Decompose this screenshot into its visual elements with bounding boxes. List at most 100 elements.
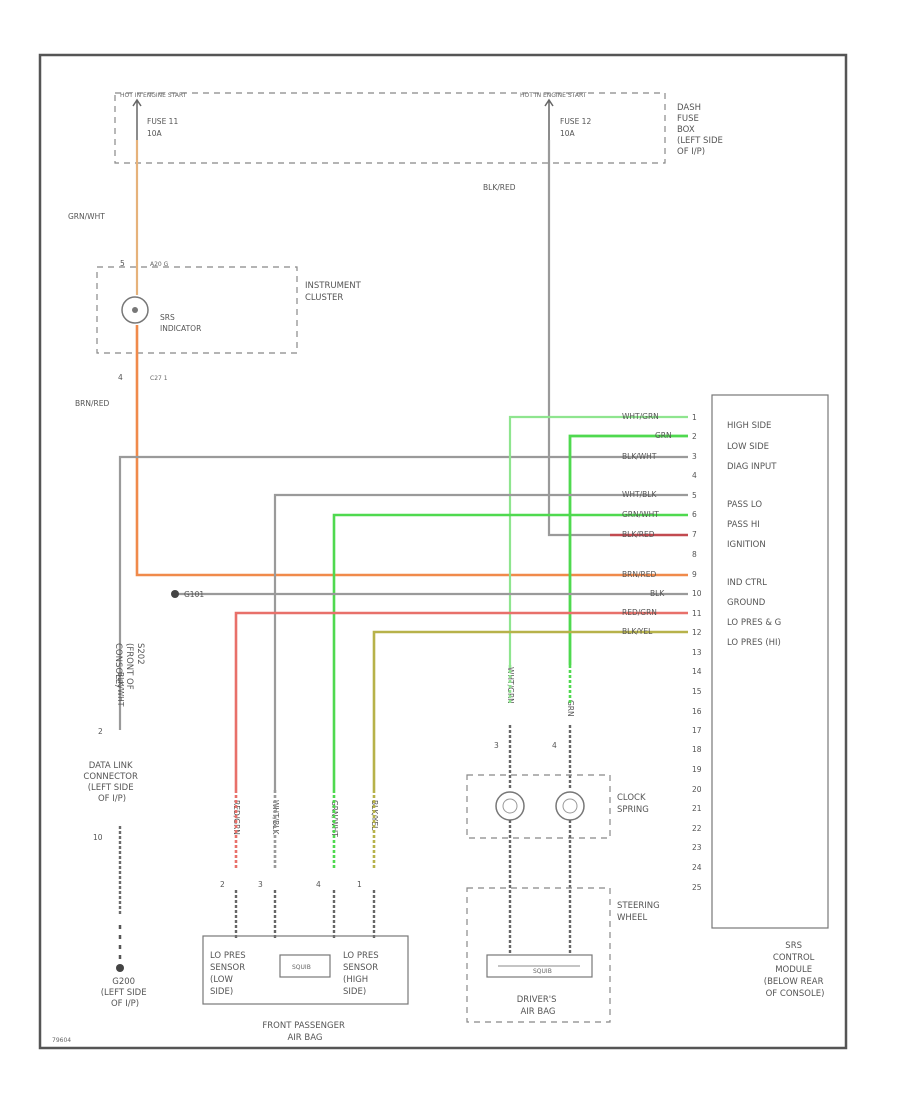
svg-text:GRN/WHT: GRN/WHT — [622, 510, 659, 519]
instrument-cluster: 5 A20 G SRS INDICATOR INSTRUMENT CLUSTER… — [96, 259, 364, 382]
svg-text:3: 3 — [258, 880, 263, 889]
svg-text:3: 3 — [692, 452, 697, 461]
svg-text:7: 7 — [692, 530, 697, 539]
svg-text:IGNITION: IGNITION — [727, 540, 766, 550]
svg-text:BLK/YEL: BLK/YEL — [622, 627, 653, 636]
svg-text:20: 20 — [692, 785, 702, 794]
svg-text:IND CTRL: IND CTRL — [727, 578, 767, 588]
wire-grn-wht-pass-hi — [332, 513, 688, 790]
passenger-squib-label: SQUIB — [292, 964, 311, 971]
svg-text:14: 14 — [692, 667, 702, 676]
svg-text:WHT/BLK: WHT/BLK — [622, 490, 657, 499]
svg-text:1: 1 — [692, 413, 697, 422]
fuse-12-amp: 10A — [560, 129, 576, 138]
svg-text:LO PRES & G: LO PRES & G — [727, 618, 781, 628]
fuse-12-symbol — [544, 98, 554, 140]
svg-text:BLK/RED: BLK/RED — [622, 530, 655, 539]
diagram-id: 79604 — [52, 1037, 71, 1044]
steering-wheel-label: STEERING WHEEL — [617, 901, 662, 923]
wire-label-blk-red: BLK/RED — [483, 183, 516, 192]
svg-text:BLK/WHT: BLK/WHT — [622, 452, 657, 461]
svg-text:22: 22 — [692, 824, 702, 833]
srs-control-module: 1 2 3 4 5 6 7 8 9 10 11 12 13 14 15 16 1… — [692, 394, 829, 999]
cluster-pin-bottom-left: 4 — [118, 373, 123, 382]
svg-text:2: 2 — [692, 432, 697, 441]
svg-text:9: 9 — [692, 570, 697, 579]
svg-text:17: 17 — [692, 726, 702, 735]
front-passenger-air-bag-label: FRONT PASSENGER AIR BAG — [262, 1021, 347, 1043]
svg-text:BRN/RED: BRN/RED — [622, 570, 656, 579]
svg-text:PASS HI: PASS HI — [727, 520, 760, 530]
wire-brn-red-ind-ctrl — [135, 325, 688, 577]
clock-spring-wire-label-2: GRN — [566, 700, 575, 717]
data-link-connector: 2 DATA LINK CONNECTOR (LEFT SIDE OF I/P)… — [83, 727, 140, 972]
svg-text:1: 1 — [357, 880, 362, 889]
passenger-left-sensor-label: LO PRES SENSOR (LOW SIDE) — [210, 951, 248, 997]
splice-wire-label: BLK/WHT — [116, 672, 125, 707]
svg-text:11: 11 — [692, 609, 702, 618]
svg-text:DIAG INPUT: DIAG INPUT — [727, 462, 777, 472]
svg-text:13: 13 — [692, 648, 702, 657]
ground-g101-label: G101 — [184, 590, 204, 599]
instrument-cluster-label: INSTRUMENT CLUSTER — [305, 281, 364, 303]
svg-text:2: 2 — [220, 880, 225, 889]
svg-text:PASS LO: PASS LO — [727, 500, 762, 510]
svg-text:LO PRES (HI): LO PRES (HI) — [727, 638, 781, 648]
svg-text:24: 24 — [692, 863, 702, 872]
cluster-pin-bottom-right: C27 1 — [150, 375, 168, 382]
svg-text:GROUND: GROUND — [727, 598, 766, 608]
fuse-11-label: FUSE 11 — [147, 117, 178, 126]
svg-text:8: 8 — [692, 550, 697, 559]
module-function-labels: HIGH SIDE LOW SIDE DIAG INPUT PASS LO PA… — [727, 421, 781, 648]
ground-g200-label: G200 (LEFT SIDE OF I/P) — [101, 977, 150, 1009]
svg-text:16: 16 — [692, 707, 702, 716]
clock-spring-label: CLOCK SPRING — [617, 793, 649, 815]
svg-text:LOW SIDE: LOW SIDE — [727, 442, 769, 452]
driver-squib-label: SQUIB — [533, 968, 552, 975]
wire-blk-yel-lo-pres-hi — [372, 630, 688, 790]
svg-text:18: 18 — [692, 745, 702, 754]
ground-g200-dot — [116, 964, 124, 972]
svg-text:6: 6 — [692, 510, 697, 519]
clock-spring-pin-3: 3 — [494, 741, 499, 750]
wire-grn-low-side — [568, 434, 688, 665]
svg-text:HIGH SIDE: HIGH SIDE — [727, 421, 771, 431]
fuse-11-amp: 10A — [147, 129, 163, 138]
clock-spring-coil-2 — [555, 791, 585, 821]
fuse-box-label: DASH FUSE BOX (LEFT SIDE OF I/P) — [677, 103, 726, 157]
wire-label-brn-red: BRN/RED — [75, 399, 109, 408]
svg-text:RED/GRN: RED/GRN — [622, 608, 657, 617]
splice-s202-label: S202 (FRONT OF CONSOLE) — [113, 643, 145, 692]
svg-text:5: 5 — [692, 491, 697, 500]
svg-text:21: 21 — [692, 804, 702, 813]
dlc-label: DATA LINK CONNECTOR (LEFT SIDE OF I/P) — [83, 761, 140, 804]
clock-spring-pin-4: 4 — [552, 741, 557, 750]
passenger-right-sensor-label: LO PRES SENSOR (HIGH SIDE) — [343, 951, 381, 997]
wire-wht-grn-high-side — [508, 415, 688, 665]
dash-fuse-box: HOT IN ENGINE START HOT IN ENGINE START … — [114, 92, 726, 164]
splice-s202: BLK/WHT S202 (FRONT OF CONSOLE) — [113, 643, 145, 707]
driver-air-bag: SQUIB DRIVER'S AIR BAG — [486, 954, 593, 1017]
clock-spring-coil-1 — [495, 791, 525, 821]
svg-text:10: 10 — [692, 589, 702, 598]
svg-text:12: 12 — [692, 628, 702, 637]
svg-text:BLK: BLK — [650, 589, 665, 598]
wire-wht-blk-pass-lo — [273, 493, 688, 790]
dlc-pin-top: 2 — [98, 727, 103, 736]
hot-label-right: HOT IN ENGINE START — [520, 92, 587, 99]
wire-red-grn-lo-pres — [234, 611, 688, 790]
svg-text:GRN: GRN — [655, 431, 672, 440]
svg-text:15: 15 — [692, 687, 702, 696]
ground-g101-dot — [171, 590, 179, 598]
hot-label-left: HOT IN ENGINE START — [120, 92, 187, 99]
srs-control-module-label: SRS CONTROL MODULE (BELOW REAR OF CONSOL… — [764, 941, 826, 999]
cluster-pin-top-left: 5 — [120, 259, 125, 268]
cluster-pin-top-right: A20 G — [150, 261, 169, 268]
srs-indicator-label: SRS INDICATOR — [160, 313, 201, 333]
front-passenger-air-bag: RED/GRN WHT/BLK GRN/WHT BLK/YEL 2 3 4 1 … — [202, 790, 409, 1043]
fuse-11-symbol — [132, 98, 142, 140]
svg-text:4: 4 — [316, 880, 321, 889]
svg-text:WHT/GRN: WHT/GRN — [622, 412, 659, 421]
clock-spring: WHT/GRN GRN 3 4 CLOCK SPRING STEERING WH… — [466, 665, 662, 1023]
